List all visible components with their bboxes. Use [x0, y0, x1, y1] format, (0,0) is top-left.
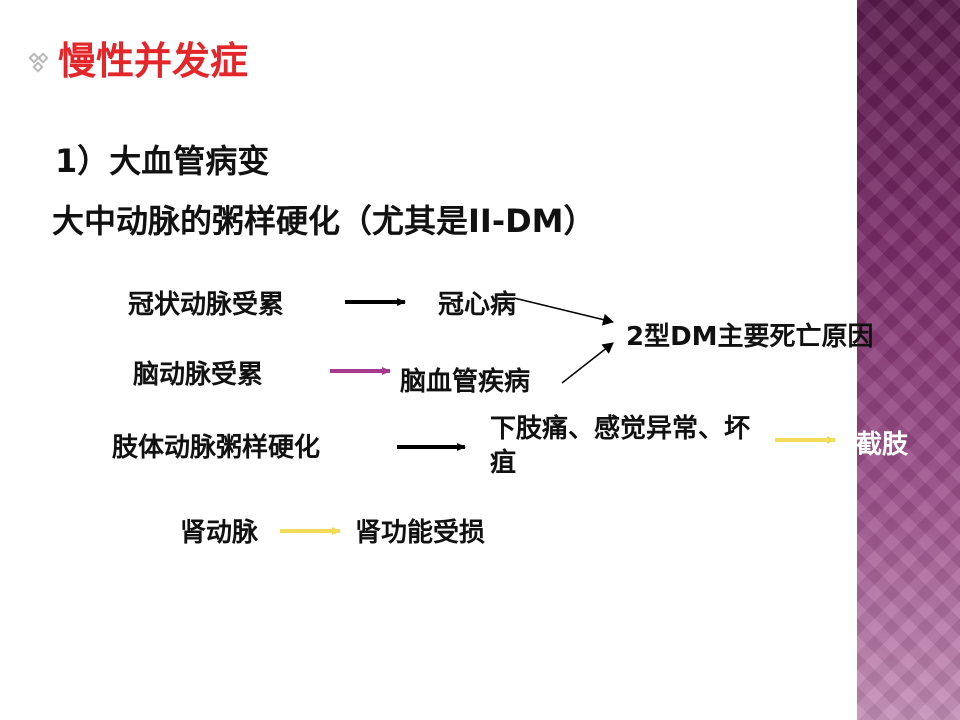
- slide-title: 慢性并发症: [58, 39, 249, 83]
- node-coronary-result: 冠心病: [438, 290, 517, 320]
- node-limb-result: 下肢痛、感觉异常、坏疽: [490, 414, 751, 478]
- node-limb: 肢体动脉粥样硬化: [112, 433, 321, 463]
- node-renal-result: 肾功能受损: [355, 518, 486, 548]
- arrow-to-main-cause-1: [513, 297, 614, 326]
- diamond-bullet-icon: [28, 52, 49, 73]
- node-coronary: 冠状动脉受累: [128, 290, 285, 320]
- node-cerebral: 脑动脉受累: [133, 360, 264, 390]
- node-cerebral-result: 脑血管疾病: [400, 367, 531, 397]
- decorative-sidebar: [857, 0, 960, 720]
- section-subheading: 大中动脉的粥样硬化（尤其是II-DM）: [52, 202, 596, 240]
- section-heading: 1）大血管病变: [55, 142, 270, 180]
- node-renal: 肾动脉: [180, 518, 259, 548]
- node-main-cause: 2型DM主要死亡原因: [626, 322, 874, 352]
- arrow-to-main-cause-2: [561, 342, 614, 384]
- node-amputation: 截肢: [856, 430, 909, 460]
